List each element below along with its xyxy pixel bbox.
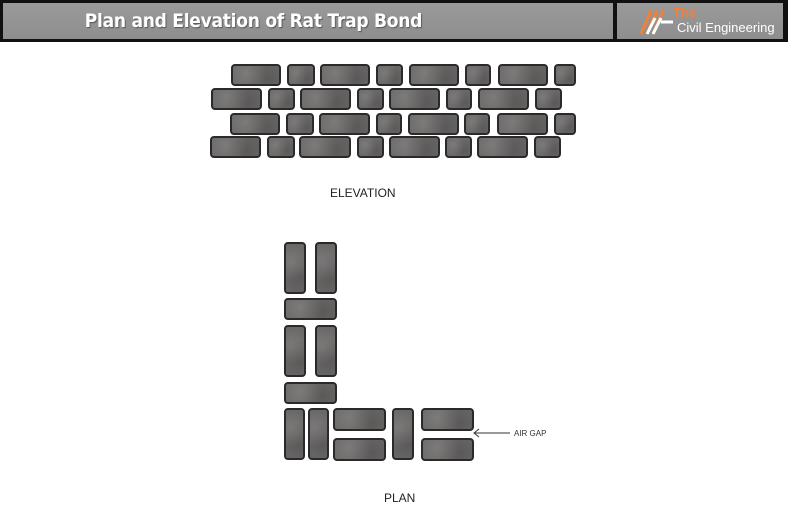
elevation-brick xyxy=(286,113,314,135)
elevation-brick xyxy=(210,136,261,158)
plan-brick xyxy=(333,408,386,431)
plan-brick xyxy=(284,325,306,377)
elevation-brick xyxy=(465,64,491,86)
elevation-brick xyxy=(268,88,295,110)
elevation-brick xyxy=(357,136,384,158)
elevation-brick xyxy=(554,64,576,86)
elevation-brick xyxy=(389,136,440,158)
plan-brick xyxy=(284,382,337,404)
arrow-left-icon xyxy=(473,428,510,438)
elevation-brick xyxy=(446,88,472,110)
elevation-brick xyxy=(554,113,576,135)
plan-brick xyxy=(308,408,329,460)
elevation-brick xyxy=(211,88,262,110)
elevation-brick xyxy=(319,113,370,135)
elevation-brick xyxy=(357,88,384,110)
elevation-brick xyxy=(300,88,351,110)
elevation-brick xyxy=(287,64,315,86)
elevation-brick xyxy=(409,64,459,86)
plan-brick xyxy=(284,298,337,320)
elevation-brick xyxy=(389,88,440,110)
plan-brick xyxy=(315,325,337,377)
plan-brick xyxy=(421,438,474,461)
elevation-label: ELEVATION xyxy=(330,186,396,200)
elevation-brick xyxy=(376,113,402,135)
elevation-brick xyxy=(230,113,280,135)
elevation-brick xyxy=(376,64,403,86)
title-banner: Plan and Elevation of Rat Trap Bond xyxy=(3,3,613,39)
air-gap-annotation: AIR GAP xyxy=(514,429,547,438)
header-bar: Plan and Elevation of Rat Trap Bond The … xyxy=(0,0,788,42)
elevation-brick xyxy=(267,136,295,158)
brand-logo: The Civil Engineering xyxy=(617,3,783,39)
elevation-brick xyxy=(299,136,351,158)
plan-brick xyxy=(421,408,474,431)
elevation-brick xyxy=(408,113,459,135)
elevation-brick xyxy=(478,88,529,110)
logo-stripes-icon xyxy=(639,9,673,35)
plan-brick xyxy=(284,408,305,460)
plan-brick xyxy=(392,408,414,460)
logo-text-civil-engineering: Civil Engineering xyxy=(677,20,775,35)
elevation-brick xyxy=(464,113,490,135)
plan-brick xyxy=(333,438,386,461)
elevation-brick xyxy=(497,113,548,135)
plan-brick xyxy=(315,242,337,294)
plan-brick xyxy=(284,242,306,294)
elevation-brick xyxy=(231,64,281,86)
elevation-brick xyxy=(535,88,562,110)
logo-text-the: The xyxy=(673,5,697,20)
elevation-brick xyxy=(498,64,548,86)
plan-label: PLAN xyxy=(384,491,416,505)
elevation-brick xyxy=(534,136,561,158)
page-title: Plan and Elevation of Rat Trap Bond xyxy=(84,10,422,32)
elevation-brick xyxy=(477,136,528,158)
elevation-brick xyxy=(320,64,370,86)
elevation-brick xyxy=(445,136,472,158)
